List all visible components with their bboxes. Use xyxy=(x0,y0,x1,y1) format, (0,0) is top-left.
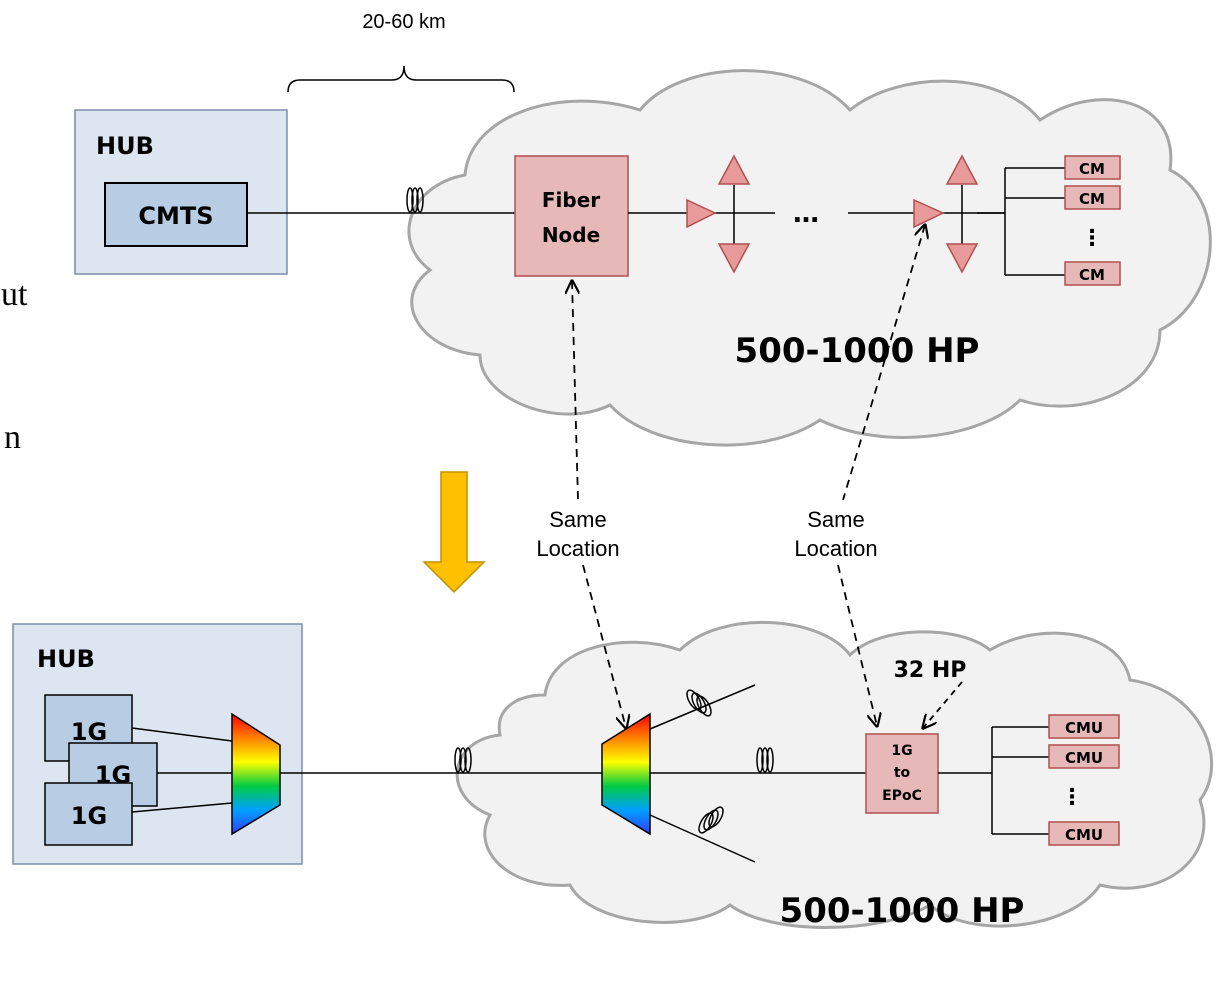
top-homes-passed: 500-1000 HP xyxy=(735,331,980,371)
cm-label: CM xyxy=(1079,160,1105,178)
bottom-homes-passed: 500-1000 HP xyxy=(780,891,1025,931)
side-text-2: n xyxy=(4,419,21,456)
top-hub-label: HUB xyxy=(96,132,154,160)
olt-connections xyxy=(131,727,233,813)
same-location-left-2: Location xyxy=(536,536,619,561)
olt-label: 1G xyxy=(71,802,107,830)
cm-box xyxy=(1064,261,1121,286)
amplifier-icon xyxy=(686,154,751,274)
cmu-box xyxy=(1048,714,1120,739)
epoc-converter-label-1: 1G xyxy=(891,743,912,759)
epoc-converter-label-2: to xyxy=(894,765,911,781)
same-location-arrow-right xyxy=(837,225,925,726)
cmts-label: CMTS xyxy=(138,202,213,230)
cm-dots: ⋮ xyxy=(1081,226,1103,251)
fiber-spool-icon xyxy=(686,689,712,717)
side-text-1: ut xyxy=(1,276,28,313)
cmu-box xyxy=(1048,821,1120,846)
amplifier-icon xyxy=(913,154,979,274)
down-arrow-icon xyxy=(422,471,486,594)
bottom-cloud xyxy=(455,620,1214,929)
hp-32-label: 32 HP xyxy=(894,658,967,683)
cm-label: CM xyxy=(1079,266,1105,284)
coax-ellipsis: … xyxy=(793,199,819,229)
cm-box xyxy=(1064,155,1121,180)
olt-label: 1G xyxy=(71,718,107,746)
same-location-left-1: Same xyxy=(549,507,606,532)
cm-label: CM xyxy=(1079,190,1105,208)
fiber-spool-icon xyxy=(406,187,424,213)
cm-branch xyxy=(977,167,1065,276)
same-location-right-1: Same xyxy=(807,507,864,532)
bottom-hub-label: HUB xyxy=(37,645,95,673)
fiber-node-label-2: Node xyxy=(542,223,600,247)
epoc-converter-label-3: EPoC xyxy=(882,788,922,804)
wdm-demux-icon xyxy=(601,712,651,836)
epoc-converter-box xyxy=(865,733,939,814)
wdm-mux-icon xyxy=(231,712,281,836)
cmts-box xyxy=(104,182,248,247)
fiber-spool-icon xyxy=(454,747,472,773)
cmu-box xyxy=(1048,744,1120,769)
same-location-arrow-left xyxy=(572,281,626,728)
cmu-dots: ⋮ xyxy=(1061,785,1083,810)
same-location-bg xyxy=(776,502,896,564)
distance-bracket xyxy=(287,65,515,93)
same-location-bg xyxy=(518,502,638,564)
cmu-label: CMU xyxy=(1065,826,1103,844)
fiber-node-box xyxy=(514,155,629,277)
olt-box xyxy=(44,782,133,846)
fiber-spool-icon xyxy=(756,747,774,773)
fiber-spool-icon xyxy=(698,806,724,834)
demux-branches xyxy=(649,684,866,863)
fiber-node-label-1: Fiber xyxy=(542,188,600,212)
same-location-right-2: Location xyxy=(794,536,877,561)
cmu-branch xyxy=(938,726,1049,835)
cmu-label: CMU xyxy=(1065,749,1103,767)
cm-box xyxy=(1064,185,1121,210)
distance-label: 20-60 km xyxy=(362,11,445,33)
cmu-label: CMU xyxy=(1065,719,1103,737)
